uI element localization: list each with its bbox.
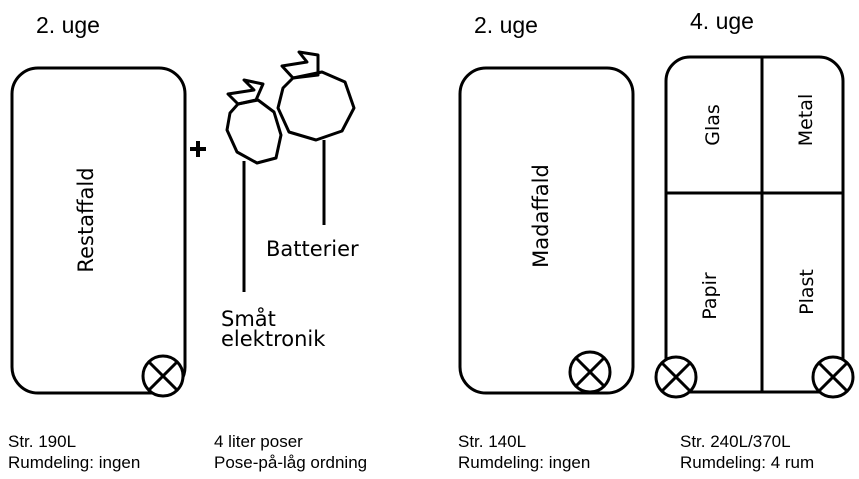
plus-icon: [190, 141, 206, 157]
restaffald-label: Restaffald: [74, 167, 98, 273]
madaffald-bin: [458, 66, 635, 395]
four-compartment-left-wheel-icon: [654, 355, 698, 399]
four-compartment-size: Str. 240L/370L: [680, 432, 791, 451]
madaffald-frequency: 2. uge: [474, 12, 538, 38]
bags-size: 4 liter poser: [214, 432, 303, 451]
compartment-plast: Plast: [796, 269, 818, 315]
four-compartment-caption: Str. 240L/370L Rumdeling: 4 rum: [680, 431, 814, 473]
electronics-label-line1: Småt: [221, 307, 276, 331]
bags-caption: 4 liter poser Pose-på-låg ordning: [214, 431, 367, 473]
compartment-metal: Metal: [795, 93, 817, 147]
restaffald-frequency: 2. uge: [36, 12, 100, 38]
battery-label: Batterier: [266, 237, 359, 261]
bags-scheme: Pose-på-låg ordning: [214, 453, 368, 472]
restaffald-caption: Str. 190L Rumdeling: ingen: [8, 431, 140, 473]
four-compartment-frequency: 4. uge: [690, 8, 754, 34]
restaffald-wheel-icon: [141, 354, 185, 398]
madaffald-size: Str. 140L: [458, 432, 527, 451]
madaffald-division: Rumdeling: ingen: [458, 453, 591, 472]
compartment-papir: Papir: [699, 272, 721, 320]
four-compartment-bin: [664, 55, 845, 394]
small-electronics-bag-icon: [225, 78, 283, 292]
electronics-label-line2: elektronik: [221, 327, 326, 351]
restaffald-size: Str. 190L: [8, 432, 77, 451]
madaffald-label: Madaffald: [529, 164, 553, 268]
restaffald-division: Rumdeling: ingen: [8, 453, 141, 472]
madaffald-caption: Str. 140L Rumdeling: ingen: [458, 431, 590, 473]
electronics-label: Småt elektronik: [221, 307, 326, 351]
restaffald-bin: [10, 66, 187, 395]
four-compartment-division: Rumdeling: 4 rum: [680, 453, 815, 472]
madaffald-wheel-icon: [568, 350, 612, 394]
four-compartment-right-wheel-icon: [811, 355, 855, 399]
battery-bag-icon: [276, 50, 356, 225]
compartment-glas: Glas: [702, 104, 724, 146]
